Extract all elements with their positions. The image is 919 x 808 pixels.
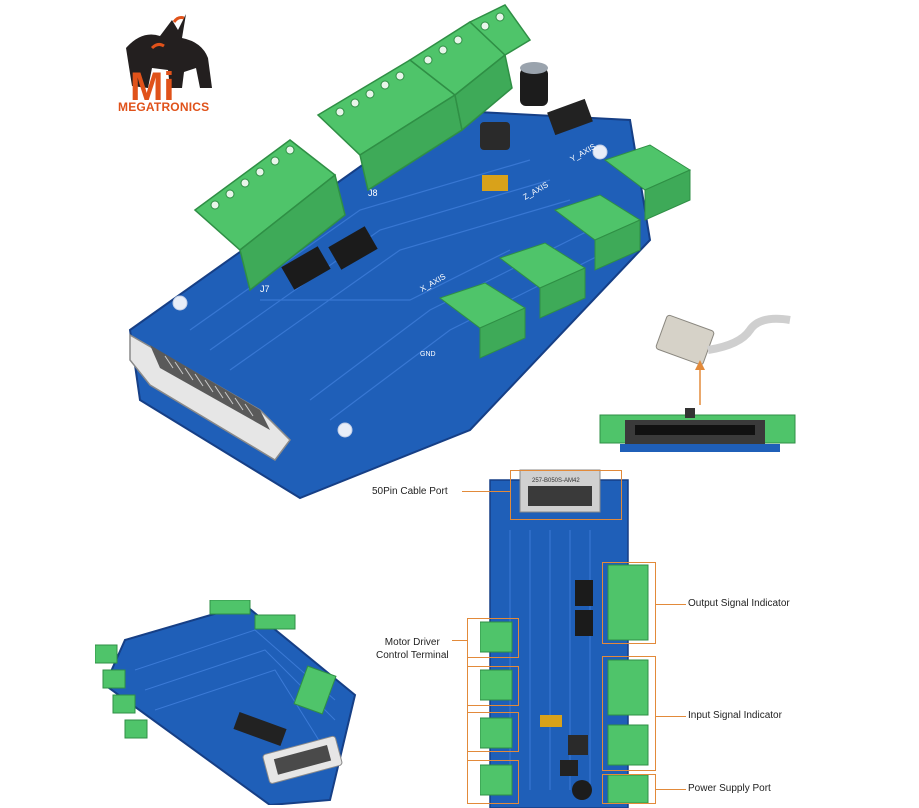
main-board-photo: Z_AXIS Y_AXIS X_AXIS J8 J7 GND — [128, 4, 692, 500]
callout-line-cable — [462, 491, 510, 493]
label-motor-driver: Motor Driver Control Terminal — [376, 636, 449, 662]
cable-plug — [655, 314, 791, 366]
callout-line-motor-v — [467, 640, 469, 780]
callout-box-motor-4 — [467, 760, 519, 804]
board-side-view — [599, 408, 796, 452]
label-motor-driver-line2: Control Terminal — [376, 650, 449, 661]
terminal-block-axis — [438, 144, 692, 359]
callout-box-output — [602, 562, 656, 644]
brand-name: MEGATRONICS — [118, 100, 210, 114]
j8-label: J8 — [368, 188, 378, 198]
callout-box-power — [602, 774, 656, 804]
diagram-right-terminals — [607, 564, 649, 804]
callout-line-motor-h — [452, 640, 467, 642]
callout-line-power — [656, 789, 686, 791]
label-input-signal: Input Signal Indicator — [688, 710, 782, 721]
capacitor — [520, 62, 548, 106]
callout-line-output — [656, 604, 686, 606]
callout-box-motor-1 — [467, 618, 519, 658]
label-output-signal: Output Signal Indicator — [688, 598, 790, 609]
connector-text: 257-B050S-AM42 — [532, 478, 580, 484]
j7-label: J7 — [260, 284, 270, 294]
bull-logo-icon — [126, 14, 212, 88]
callout-line-input — [656, 716, 686, 718]
label-cable-port: 50Pin Cable Port — [372, 486, 448, 497]
callout-box-cable — [510, 470, 622, 520]
diagram-board: 257-B050S-AM42 — [480, 469, 649, 808]
db50-connector — [129, 333, 291, 461]
small-board-connector — [262, 735, 343, 784]
label-power-supply: Power Supply Port — [688, 783, 771, 794]
callout-box-motor-3 — [467, 712, 519, 752]
megatronics-logo: Mi — [126, 14, 212, 109]
diagram-motor-terminals — [480, 621, 513, 796]
terminal-block-top — [316, 4, 532, 192]
cable-connector-scene — [599, 314, 796, 452]
back-view-board — [95, 600, 357, 805]
callout-box-motor-2 — [467, 666, 519, 706]
gnd-label: GND — [420, 351, 436, 358]
diagram-cable-port: 257-B050S-AM42 — [519, 469, 601, 513]
callout-box-input — [602, 656, 656, 771]
terminal-block-left — [193, 139, 346, 292]
label-motor-driver-line1: Motor Driver — [384, 637, 440, 648]
logo-letters: Mi — [130, 65, 174, 109]
